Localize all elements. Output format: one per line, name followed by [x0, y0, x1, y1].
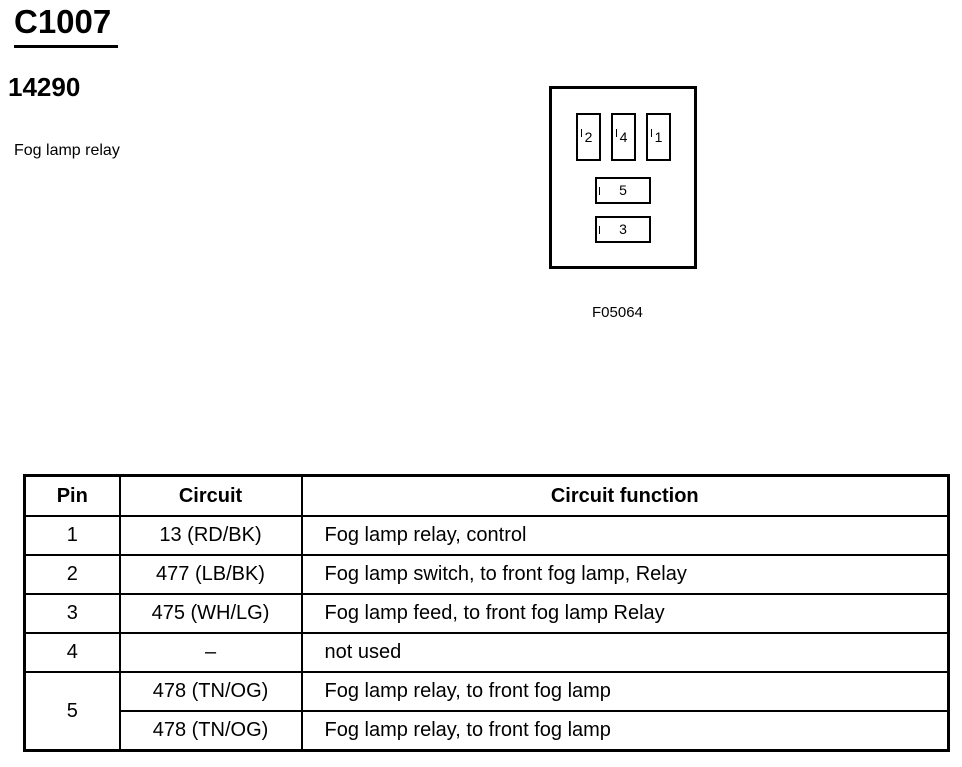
pin-cell: 5 [23, 671, 121, 752]
table-row: 3 475 (WH/LG) Fog lamp feed, to front fo… [23, 593, 950, 634]
connector-face-diagram: 2 4 1 5 3 [549, 86, 697, 269]
pin-cavity-3: 3 [595, 216, 651, 243]
pin-cavity-1: 1 [646, 113, 671, 161]
pin-cavity-5: 5 [595, 177, 651, 204]
figure-id: F05064 [592, 304, 643, 321]
table-header-row: Pin Circuit Circuit function [23, 474, 950, 517]
column-header-pin: Pin [23, 474, 121, 517]
table-row: 4 – not used [23, 632, 950, 673]
circuit-cell: 477 (LB/BK) [118, 554, 303, 595]
pin-cavity-4: 4 [611, 113, 636, 161]
table-row: 2 477 (LB/BK) Fog lamp switch, to front … [23, 554, 950, 595]
circuit-cell: 478 (TN/OG) [118, 710, 303, 752]
circuit-cell: – [118, 632, 303, 673]
circuit-cell: 478 (TN/OG) [118, 671, 303, 712]
circuit-cell: 475 (WH/LG) [118, 593, 303, 634]
pin-cell: 3 [23, 593, 121, 634]
pin-table: Pin Circuit Circuit function 1 13 (RD/BK… [23, 474, 950, 752]
connector-description: Fog lamp relay [14, 142, 120, 159]
function-cell: Fog lamp relay, to front fog lamp [300, 710, 950, 752]
pin-cell: 1 [23, 515, 121, 556]
pin-cavity-2: 2 [576, 113, 601, 161]
column-header-circuit: Circuit [118, 474, 303, 517]
pin-cell: 4 [23, 632, 121, 673]
part-number: 14290 [8, 72, 81, 102]
pin-cell: 2 [23, 554, 121, 595]
table-row: 1 13 (RD/BK) Fog lamp relay, control [23, 515, 950, 556]
circuit-cell: 13 (RD/BK) [118, 515, 303, 556]
connector-id: C1007 [14, 2, 118, 48]
function-cell: not used [300, 632, 950, 673]
function-cell: Fog lamp relay, to front fog lamp [300, 671, 950, 712]
column-header-function: Circuit function [300, 474, 950, 517]
table-row: 478 (TN/OG) Fog lamp relay, to front fog… [25, 710, 950, 752]
function-cell: Fog lamp switch, to front fog lamp, Rela… [300, 554, 950, 595]
function-cell: Fog lamp feed, to front fog lamp Relay [300, 593, 950, 634]
table-row: 5 478 (TN/OG) Fog lamp relay, to front f… [23, 671, 950, 752]
function-cell: Fog lamp relay, control [300, 515, 950, 556]
